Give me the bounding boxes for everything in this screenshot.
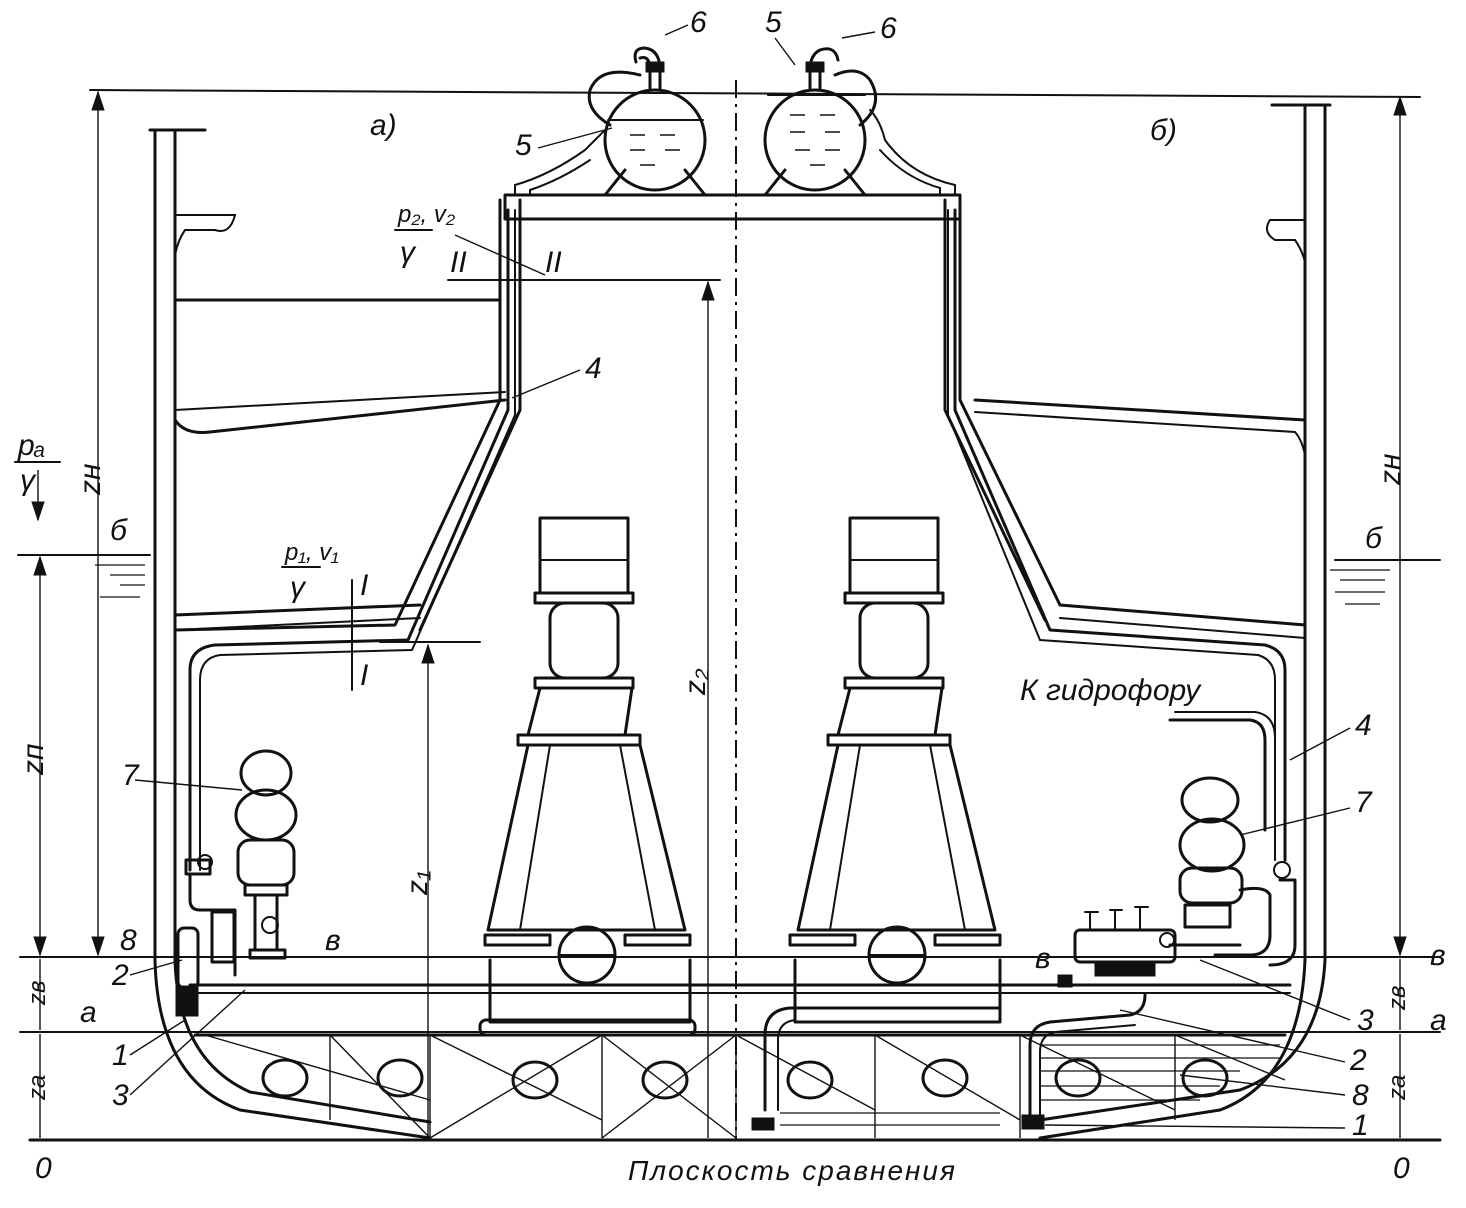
pump-7-left bbox=[175, 749, 298, 1017]
label-3-left: 3 bbox=[112, 1079, 129, 1112]
label-6-left: 6 bbox=[690, 6, 707, 39]
zero-right: 0 bbox=[1393, 1152, 1410, 1185]
panel-label-a: а) bbox=[370, 109, 397, 142]
dim-zv-left: zв bbox=[24, 980, 51, 1006]
section-1-top: I bbox=[360, 569, 368, 602]
hull-left bbox=[148, 128, 507, 1140]
engine-left bbox=[478, 516, 697, 1037]
p2v2-label: p₂, v₂ bbox=[397, 201, 455, 228]
label-5-left: 5 bbox=[515, 129, 532, 162]
casing-top-beam bbox=[503, 193, 962, 221]
dim-za-left: zа bbox=[24, 1075, 51, 1101]
label-7-left: 7 bbox=[122, 759, 140, 792]
dim-za-right: zа bbox=[1384, 1075, 1411, 1101]
level-v-left: в bbox=[325, 924, 341, 957]
level-v-right: в bbox=[1430, 939, 1446, 972]
label-5-right: 5 bbox=[765, 6, 782, 39]
panel-label-b: б) bbox=[1150, 114, 1177, 147]
to-hydrophore-label: К гидрофору bbox=[1020, 674, 1202, 707]
pipe-4-left bbox=[188, 208, 516, 872]
level-a-right: а bbox=[1430, 1004, 1447, 1037]
pa-label: pₐ bbox=[17, 429, 45, 462]
section-2-left: II bbox=[450, 246, 467, 279]
label-7-right: 7 bbox=[1355, 786, 1373, 819]
dim-zn-left: zн bbox=[74, 463, 107, 496]
level-b-right: б bbox=[1365, 522, 1383, 555]
level-b-left: б bbox=[110, 514, 128, 547]
pump-7-right bbox=[1057, 776, 1297, 988]
level-v-mid: в bbox=[1035, 942, 1051, 975]
label-1-left: 1 bbox=[112, 1039, 129, 1072]
hull-right bbox=[973, 103, 1332, 1140]
label-8-right: 8 bbox=[1352, 1079, 1369, 1112]
tank-left bbox=[514, 46, 707, 197]
label-4-left: 4 bbox=[585, 352, 602, 385]
label-1-right: 1 bbox=[1352, 1109, 1369, 1142]
label-6-right: 6 bbox=[880, 12, 897, 45]
dim-z2: z₂ bbox=[679, 668, 712, 696]
casing bbox=[173, 193, 1062, 632]
label-2-right: 2 bbox=[1349, 1044, 1367, 1077]
pipe-4-right bbox=[947, 208, 1287, 862]
double-bottom bbox=[188, 983, 1292, 1139]
label-8-left: 8 bbox=[120, 924, 137, 957]
dim-zv-right: zв bbox=[1384, 985, 1411, 1011]
top-level-line bbox=[89, 89, 1421, 98]
water-hatch bbox=[95, 564, 1390, 605]
dim-zp: zп bbox=[17, 743, 50, 776]
tank-right bbox=[763, 47, 956, 197]
datum-lines bbox=[17, 80, 1442, 1142]
dimensions bbox=[31, 90, 1407, 1138]
section-1-bottom: I bbox=[360, 659, 368, 692]
engine-right bbox=[763, 516, 1002, 1112]
level-a-left: а bbox=[80, 996, 97, 1029]
comparison-plane-caption: Плоскость сравнения bbox=[628, 1155, 957, 1186]
section-2-right: II bbox=[545, 246, 562, 279]
p2v2-gamma: γ bbox=[400, 236, 417, 269]
p1v1-label: p₁, v₁ bbox=[284, 539, 339, 566]
pa-gamma: γ bbox=[20, 464, 37, 497]
label-4-right: 4 bbox=[1355, 709, 1372, 742]
labels: а) б) 6 6 5 5 4 4 7 7 8 2 1 3 3 2 8 1 bbox=[14, 6, 1447, 1186]
zero-left: 0 bbox=[35, 1152, 52, 1185]
dim-z1: z₁ bbox=[401, 871, 434, 896]
label-2-left: 2 bbox=[111, 959, 129, 992]
dim-zn-right: zн bbox=[1374, 453, 1407, 486]
label-3-right: 3 bbox=[1357, 1004, 1374, 1037]
p1v1-gamma: γ bbox=[290, 571, 307, 604]
